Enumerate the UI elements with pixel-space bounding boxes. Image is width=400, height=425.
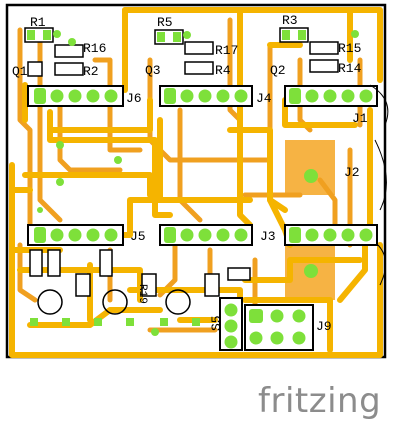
- label-r16: R16: [83, 41, 106, 56]
- header-j4: [159, 85, 253, 107]
- transistor-pads: [30, 318, 200, 326]
- resistor-cluster-right: [279, 27, 339, 73]
- header-j1: [284, 85, 378, 107]
- label-j5: J5: [130, 229, 146, 244]
- label-r5: R5: [157, 15, 173, 30]
- label-q1: Q1: [12, 64, 28, 79]
- j2-pad-2: [304, 264, 318, 278]
- silk-labels: R1 R16 R2 Q1 R5 R17 Q3 R4 R3 R15 R14 Q2 …: [12, 13, 368, 334]
- label-r17: R17: [215, 43, 238, 58]
- label-j4: J4: [256, 91, 272, 106]
- label-q2: Q2: [270, 63, 286, 78]
- header-j6: [27, 85, 124, 107]
- label-j1: J1: [352, 111, 368, 126]
- label-q3: Q3: [145, 63, 161, 78]
- resistor-cluster-left: [24, 27, 84, 77]
- transistor-outlines: [37, 289, 191, 315]
- j2-outline: [369, 84, 389, 286]
- label-r2: R2: [83, 64, 99, 79]
- switch-s5: [219, 297, 243, 351]
- j2-pad-1: [304, 169, 318, 183]
- label-r3: R3: [282, 13, 298, 28]
- resistor-cluster-mid: [154, 29, 214, 75]
- bottom-components: [29, 249, 251, 297]
- header-j2-row: [284, 224, 378, 246]
- header-j9: [244, 304, 314, 351]
- label-j3: J3: [260, 229, 276, 244]
- header-j3: [159, 224, 253, 246]
- label-j6: J6: [126, 91, 142, 106]
- header-j5: [27, 224, 124, 246]
- label-r19: R19: [136, 284, 148, 304]
- label-s5: S5: [209, 315, 224, 331]
- label-r4: R4: [215, 63, 231, 78]
- label-j2: J2: [344, 165, 360, 180]
- label-j9: J9: [316, 319, 332, 334]
- label-r14: R14: [338, 61, 362, 76]
- label-r1: R1: [30, 15, 46, 30]
- fritzing-logo: fritzing: [258, 381, 381, 421]
- label-r15: R15: [338, 41, 361, 56]
